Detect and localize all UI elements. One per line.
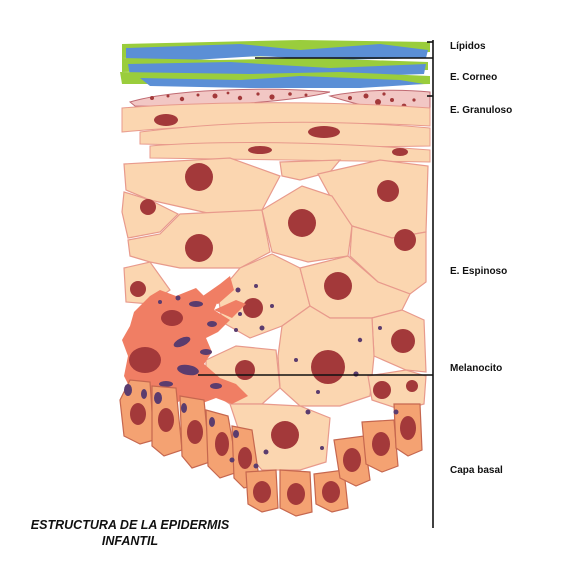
stratum-granulosum [121,88,431,163]
layer-bracket [427,40,434,528]
label-basal: Capa basal [450,465,503,476]
pointer-lines [198,57,433,376]
label-corneo: E. Corneo [450,72,498,83]
stratum-corneum [120,40,430,88]
stratum-spinosum [121,157,429,471]
stratum-basale [119,379,423,517]
label-granuloso: E. Granuloso [450,105,513,116]
label-lipidos: Lípidos [450,41,486,52]
melanocyte [122,276,248,406]
diagram-title-line1: ESTRUCTURA DE LA EPIDERMIS [30,518,230,532]
label-melanocito: Melanocito [450,363,503,374]
diagram-title-line2: INFANTIL [101,534,159,548]
label-espinoso: E. Espinoso [450,266,508,277]
